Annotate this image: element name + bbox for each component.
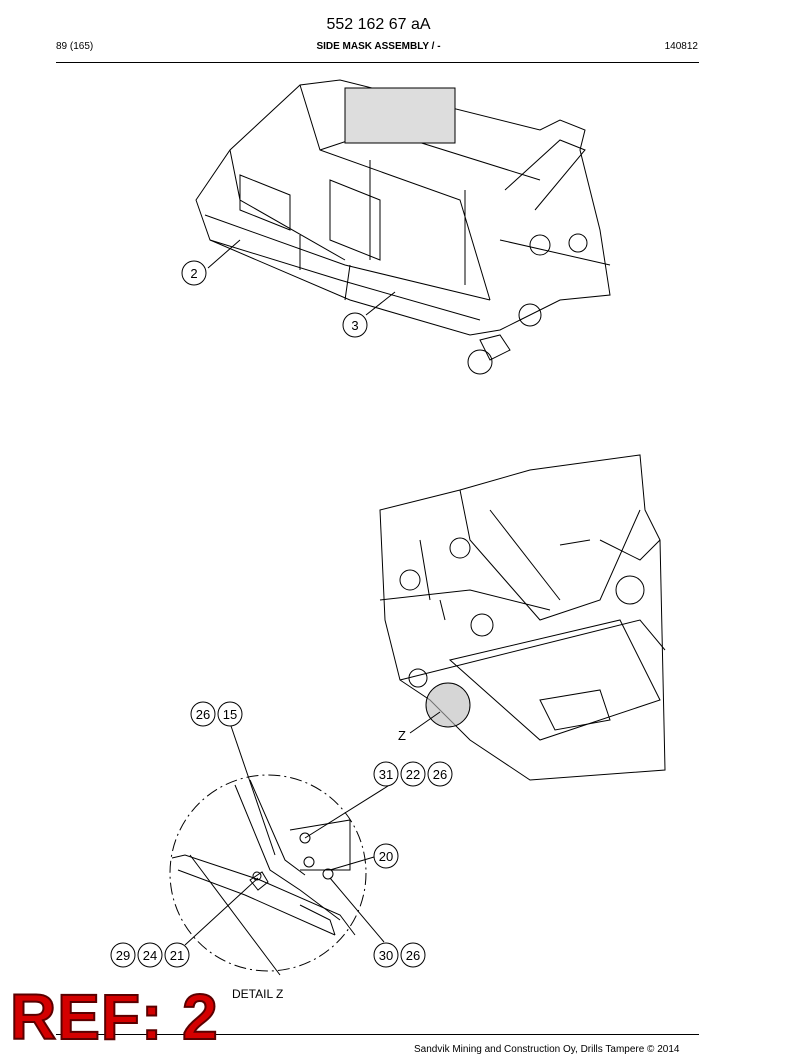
footer-rule <box>56 1034 699 1035</box>
ref-stamp: REF: 2 <box>9 980 219 1054</box>
svg-text:3: 3 <box>351 318 358 333</box>
revision-code: 140812 <box>664 41 698 52</box>
svg-text:22: 22 <box>406 767 420 782</box>
detail-z-marker: Z <box>398 728 406 743</box>
callout-29-24-21: 29 24 21 <box>110 942 190 968</box>
callout-26-15: 26 15 <box>190 701 243 727</box>
svg-text:31: 31 <box>379 767 393 782</box>
callout-20: 20 <box>373 843 399 869</box>
callout-2: 2 <box>181 260 207 286</box>
svg-text:2: 2 <box>190 266 197 281</box>
page-title: SIDE MASK ASSEMBLY / - <box>316 41 441 52</box>
svg-text:24: 24 <box>143 948 157 963</box>
lower-assembly-view <box>379 454 666 781</box>
svg-text:26: 26 <box>406 948 420 963</box>
svg-text:21: 21 <box>170 948 184 963</box>
callout-31-22-26: 31 22 26 <box>373 761 453 787</box>
header-rule <box>56 62 699 63</box>
callout-30-26: 30 26 <box>373 942 426 968</box>
svg-text:29: 29 <box>116 948 130 963</box>
top-assembly-view <box>195 79 611 375</box>
svg-text:30: 30 <box>379 948 393 963</box>
page-number: 89 (165) <box>56 41 94 52</box>
copyright-footer: Sandvik Mining and Construction Oy, Dril… <box>414 1044 680 1055</box>
svg-text:26: 26 <box>196 707 210 722</box>
detail-z-view <box>169 774 367 972</box>
svg-text:15: 15 <box>223 707 237 722</box>
callout-3: 3 <box>342 312 368 338</box>
document-number: 552 162 67 aA <box>326 16 431 33</box>
svg-text:20: 20 <box>379 849 393 864</box>
detail-z-label: DETAIL Z <box>232 987 284 1001</box>
svg-text:26: 26 <box>433 767 447 782</box>
